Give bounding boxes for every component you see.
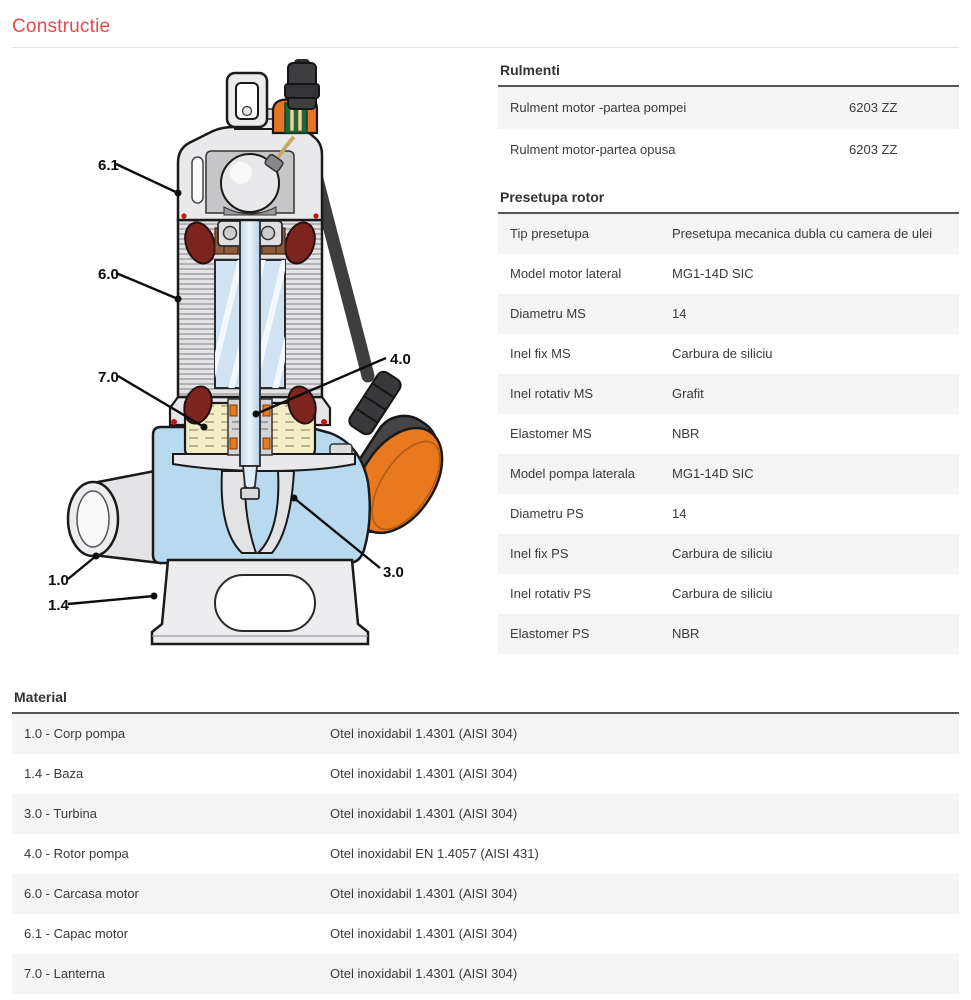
table-row: 1.4 - Baza Otel inoxidabil 1.4301 (AISI 3…: [12, 754, 959, 794]
diagram-label-7-0: 7.0: [98, 369, 119, 386]
row-label: 1.0 - Corp pompa: [24, 726, 126, 741]
table-row: 3.0 - Turbina Otel inoxidabil 1.4301 (AIS…: [12, 794, 959, 834]
table-row: Inel fix PS Carbura de siliciu: [498, 534, 959, 574]
row-value: Otel inoxidabil 1.4301 (AISI 304): [330, 886, 518, 901]
row-label: Diametru MS: [510, 306, 586, 321]
table-row: 7.0 - Lanterna Otel inoxidabil 1.4301 (AI…: [12, 954, 959, 994]
row-value: Carbura de siliciu: [672, 546, 773, 561]
row-label: 6.0 - Carcasa motor: [24, 886, 139, 901]
row-value: Carbura de siliciu: [672, 346, 773, 361]
row-value: NBR: [672, 626, 700, 641]
diagram-label-6-1: 6.1: [98, 157, 119, 174]
table-row: Tip presetupa Presetupa mecanica dubla cu…: [498, 214, 959, 254]
row-value: Otel inoxidabil 1.4301 (AISI 304): [330, 726, 518, 741]
impeller: [172, 453, 356, 554]
row-label: Rulment motor-partea opusa: [510, 142, 676, 157]
motor-cap: [176, 125, 324, 222]
red-marker: [313, 213, 319, 219]
diagram-panel: 6.1 6.0 7.0 4.0 3.0 1.0 1.4: [12, 58, 484, 663]
row-label: Elastomer PS: [510, 626, 590, 641]
pump-cross-section-diagram: 6.1 6.0 7.0 4.0 3.0 1.0 1.4: [48, 59, 444, 646]
table-row: Rulment motor-partea opusa 6203 ZZ: [498, 129, 959, 171]
leader-lines: [67, 162, 387, 606]
row-value: Otel inoxidabil EN 1.4057 (AISI 431): [330, 846, 539, 861]
red-marker: [181, 213, 187, 219]
table-row: 6.1 - Capac motor Otel inoxidabil 1.4301 …: [12, 914, 959, 954]
row-value: Grafit: [672, 386, 704, 401]
table-row: Model pompa laterala MG1-14D SIC: [498, 454, 959, 494]
pump-shaft: [239, 217, 261, 500]
table-row: Inel rotativ MS Grafit: [498, 374, 959, 414]
row-label: 1.4 - Baza: [24, 766, 84, 781]
row-value: 6203 ZZ: [849, 100, 898, 115]
page-title: Constructie: [12, 16, 111, 37]
row-label: Inel rotativ MS: [510, 386, 594, 401]
table-row: Diametru MS 14: [498, 294, 959, 334]
presetupa-table: Tip presetupa Presetupa mecanica dubla cu…: [498, 214, 959, 654]
row-value: MG1-14D SIC: [672, 466, 754, 481]
row-value: 14: [672, 506, 687, 521]
power-cable: [284, 59, 320, 110]
table-row: Model motor lateral MG1-14D SIC: [498, 254, 959, 294]
diagram-label-3-0: 3.0: [383, 564, 404, 581]
section-header-presetupa: Presetupa rotor: [498, 185, 959, 214]
section-presetupa: Presetupa rotor Tip presetupa Presetupa m…: [498, 185, 959, 654]
section-header-material: Material: [12, 685, 959, 714]
row-value: Presetupa mecanica dubla cu camera de ul…: [672, 226, 933, 241]
row-value: Otel inoxidabil 1.4301 (AISI 304): [330, 766, 518, 781]
row-label: 3.0 - Turbina: [24, 806, 97, 821]
red-marker: [321, 419, 327, 425]
outlet-pipe: [66, 468, 162, 565]
row-label: 7.0 - Lanterna: [24, 966, 105, 981]
row-label: Inel fix PS: [510, 546, 569, 561]
leader-dots: [92, 189, 298, 600]
float-connector: [348, 370, 402, 436]
row-label: 6.1 - Capac motor: [24, 926, 129, 941]
table-row: Elastomer MS NBR: [498, 414, 959, 454]
float-switch: [337, 414, 444, 535]
pump-handle: [225, 71, 286, 130]
table-row: Elastomer PS NBR: [498, 614, 959, 654]
diagram-label-4-0: 4.0: [390, 351, 411, 368]
row-label: Model motor lateral: [510, 266, 622, 281]
table-row: 6.0 - Carcasa motor Otel inoxidabil 1.430…: [12, 874, 959, 914]
table-row: Rulment motor -partea pompei 6203 ZZ: [498, 87, 959, 129]
row-label: 4.0 - Rotor pompa: [24, 846, 129, 861]
diagram-label-6-0: 6.0: [98, 266, 119, 283]
specs-panel: Rulmenti Rulment motor -partea pompei 620…: [498, 58, 959, 654]
row-value: Otel inoxidabil 1.4301 (AISI 304): [330, 966, 518, 981]
section-rulmenti: Rulmenti Rulment motor -partea pompei 620…: [498, 58, 959, 171]
row-label: Rulment motor -partea pompei: [510, 100, 687, 115]
row-value: 14: [672, 306, 687, 321]
row-value: NBR: [672, 426, 700, 441]
diagram-label-1-4: 1.4: [48, 597, 70, 614]
table-row: 1.0 - Corp pompa Otel inoxidabil 1.4301 (…: [12, 714, 959, 754]
row-label: Model pompa laterala: [510, 466, 636, 481]
row-label: Tip presetupa: [510, 226, 590, 241]
content-columns: 6.1 6.0 7.0 4.0 3.0 1.0 1.4 Rulmenti Rul…: [12, 58, 959, 663]
section-header-rulmenti: Rulmenti: [498, 58, 959, 87]
row-value: Otel inoxidabil 1.4301 (AISI 304): [330, 806, 518, 821]
page-container: Constructie: [0, 16, 971, 994]
row-value: 6203 ZZ: [849, 142, 898, 157]
pump-base: [150, 558, 370, 646]
row-value: Carbura de siliciu: [672, 586, 773, 601]
row-value: MG1-14D SIC: [672, 266, 754, 281]
row-label: Diametru PS: [510, 506, 584, 521]
row-value: Otel inoxidabil 1.4301 (AISI 304): [330, 926, 518, 941]
table-row: Diametru PS 14: [498, 494, 959, 534]
red-marker: [171, 419, 177, 425]
row-label: Inel fix MS: [510, 346, 571, 361]
diagram-label-1-0: 1.0: [48, 572, 69, 589]
title-divider: [12, 47, 959, 48]
table-row: Inel rotativ PS Carbura de siliciu: [498, 574, 959, 614]
table-row: Inel fix MS Carbura de siliciu: [498, 334, 959, 374]
row-label: Elastomer MS: [510, 426, 592, 441]
row-label: Inel rotativ PS: [510, 586, 591, 601]
table-row: 4.0 - Rotor pompa Otel inoxidabil EN 1.40…: [12, 834, 959, 874]
